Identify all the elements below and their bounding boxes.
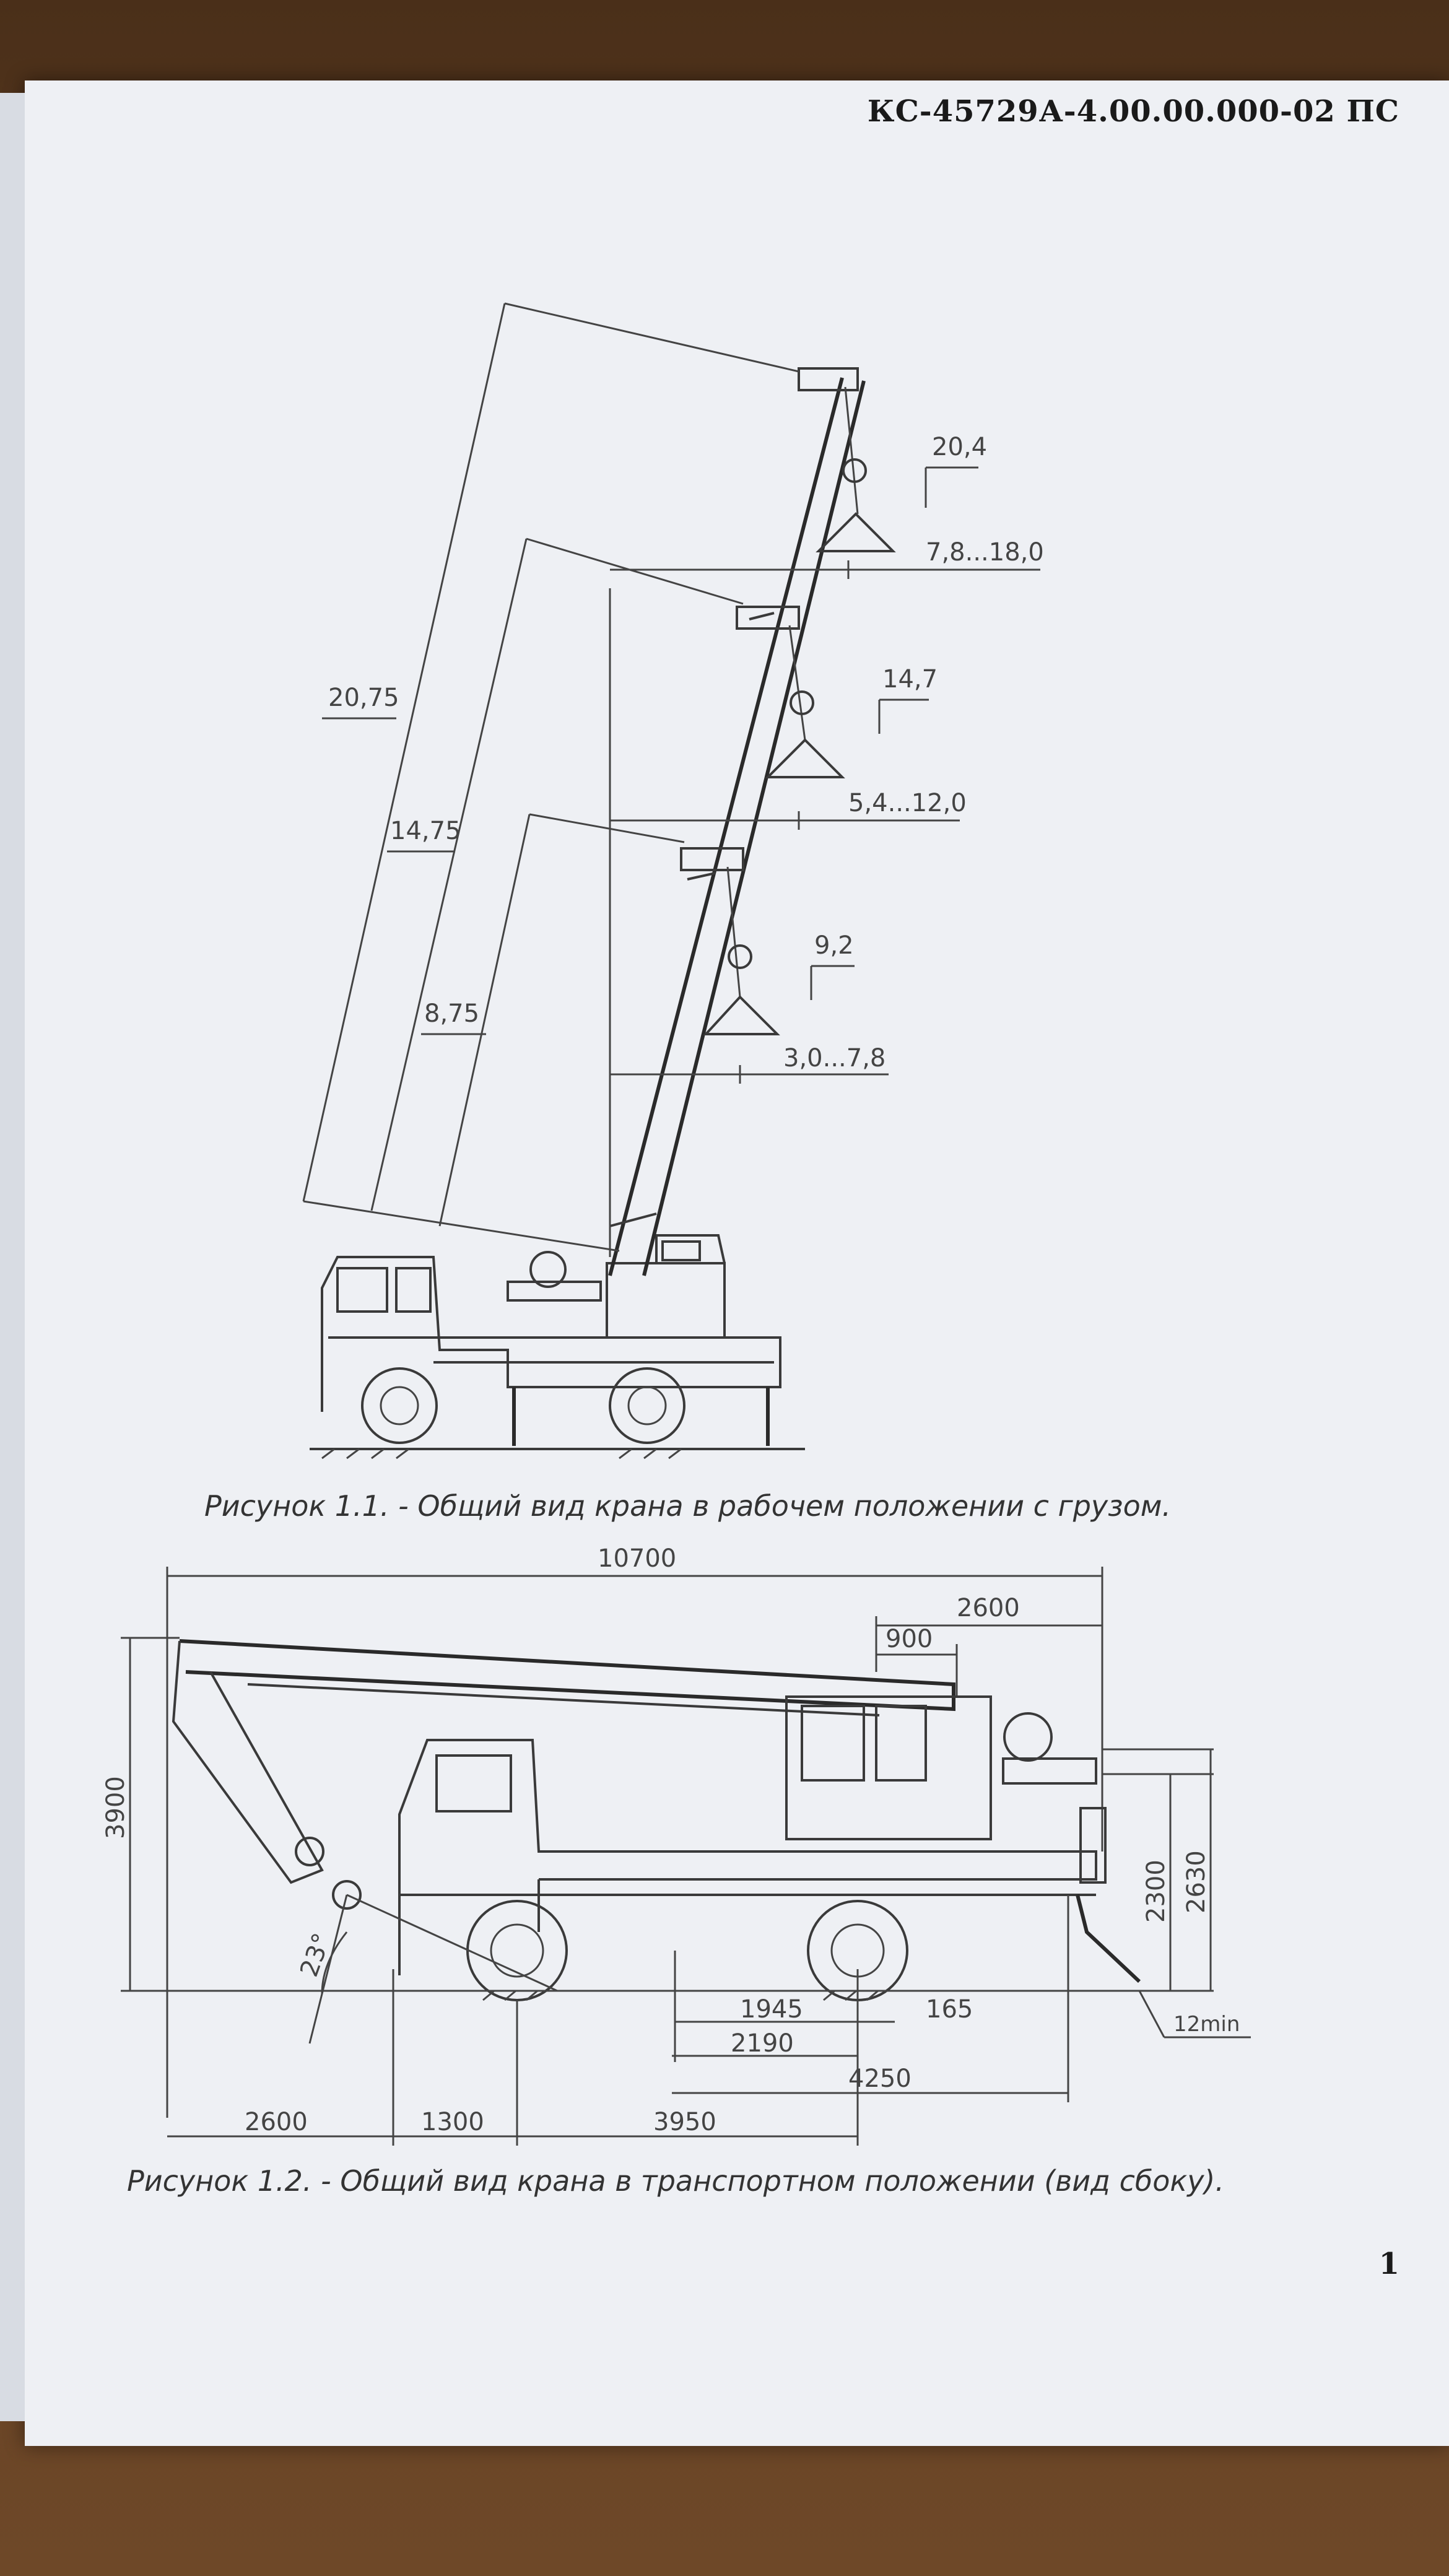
figure-1-2-caption: Рисунок 1.2. - Общий вид крана в транспо… <box>127 2164 1224 2198</box>
dim-2190: 2190 <box>731 2029 794 2058</box>
boom-length-label-2: 14,75 <box>390 817 461 845</box>
boom-length-label-1: 20,75 <box>328 684 399 712</box>
dim-rear-900: 900 <box>886 1625 933 1653</box>
lift-height-2: 14,7 <box>882 665 938 694</box>
reach-range-1: 7,8...18,0 <box>926 538 1044 567</box>
dim-clearance: 12min <box>1173 2012 1240 2037</box>
figure-1-1-drawing: 20,75 14,75 8,75 20,4 14,7 9,2 7,8...18,… <box>302 302 1044 1460</box>
dim-height-2630: 2630 <box>1182 1850 1211 1913</box>
dim-height-2300: 2300 <box>1142 1860 1170 1923</box>
figure-1-2-drawing: 10700 2600 900 3900 <box>102 1544 1251 2146</box>
document-page <box>25 80 1449 2446</box>
dim-1945: 1945 <box>740 1995 803 2024</box>
dim-4250: 4250 <box>848 2065 912 2093</box>
dim-165: 165 <box>926 1995 973 2024</box>
dim-angle: 23° <box>295 1930 336 1980</box>
lift-height-3: 9,2 <box>814 931 854 960</box>
dim-rear-2600: 2600 <box>957 1594 1020 1622</box>
figure-1-1-caption: Рисунок 1.1. - Общий вид крана в рабочем… <box>204 1489 1172 1523</box>
dim-front-2600: 2600 <box>245 2108 308 2136</box>
boom-length-label-3: 8,75 <box>424 999 479 1028</box>
dim-overall-length: 10700 <box>598 1544 676 1573</box>
document-code: КС-45729А-4.00.00.000-02 ПС <box>867 94 1399 129</box>
dim-1300: 1300 <box>421 2108 484 2136</box>
reach-range-3: 3,0...7,8 <box>783 1044 886 1073</box>
lift-height-1: 20,4 <box>932 433 987 461</box>
dim-height-3900: 3900 <box>102 1776 130 1839</box>
reach-range-2: 5,4...12,0 <box>848 789 967 817</box>
page-number: 1 <box>1378 2247 1399 2281</box>
page-edge <box>0 93 25 2421</box>
dim-3950: 3950 <box>653 2108 716 2136</box>
